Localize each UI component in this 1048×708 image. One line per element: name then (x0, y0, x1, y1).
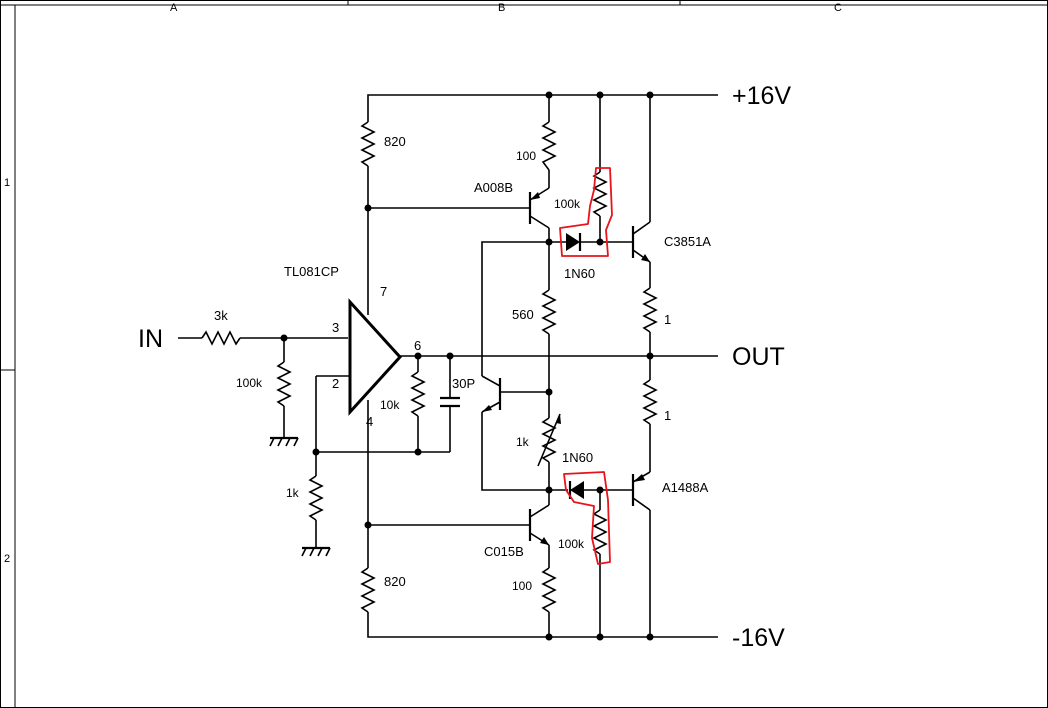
label-opamp: TL081CP (284, 264, 339, 279)
label-r-top-820: 820 (384, 134, 406, 149)
label-r-in-gnd: 100k (236, 376, 263, 390)
label-r-100-bot: 100 (512, 579, 532, 593)
junction-dots (280, 91, 654, 641)
transistor-c015b (528, 504, 557, 637)
negative-rail (367, 612, 718, 638)
label-r-fb: 10k (380, 398, 400, 412)
label-pin3: 3 (332, 320, 339, 335)
grid-col-b: B (498, 2, 505, 14)
grid-col-c: C (834, 2, 842, 14)
bottom-highlight-outline (563, 471, 611, 565)
bottom-bias-diode (549, 481, 633, 637)
top-highlight-outline (559, 167, 613, 257)
input-network (178, 330, 348, 447)
top-bias-diode (549, 95, 633, 251)
label-r-bot-820: 820 (384, 574, 406, 589)
label-r-100k-top: 100k (554, 197, 581, 211)
label-r-560: 560 (512, 307, 534, 322)
label-pin4: 4 (366, 414, 373, 429)
opamp-symbol (315, 298, 718, 452)
label-q-a008b: A008B (474, 180, 513, 195)
grid-row-1: 1 (4, 177, 10, 189)
transistor-a1488a (631, 471, 651, 637)
label-d-bot: 1N60 (562, 450, 593, 465)
label-d-top: 1N60 (564, 266, 595, 281)
grid-row-2: 2 (4, 553, 10, 565)
label-pin6: 6 (414, 338, 421, 353)
label-vr-1k: 1k (516, 435, 530, 449)
vbe-multiplier (481, 241, 561, 505)
label-r-1-top: 1 (664, 312, 671, 327)
label-output: OUT (732, 343, 785, 371)
grid-col-a: A (170, 2, 178, 14)
label-r-in: 3k (214, 308, 228, 323)
feedback-network (301, 356, 460, 557)
bias-divider (360, 121, 530, 613)
label-r-gnd-fb: 1k (286, 486, 300, 500)
label-r-100k-bot: 100k (558, 537, 585, 551)
label-input: IN (138, 325, 163, 353)
label-q-c015b: C015B (484, 544, 524, 559)
positive-rail (367, 94, 718, 122)
transistor-c3851a (631, 95, 658, 472)
label-c-fb: 30P (452, 376, 475, 391)
label-neg-supply: -16V (732, 624, 785, 652)
label-r-1-bot: 1 (664, 408, 671, 423)
label-r-100-top: 100 (516, 149, 536, 163)
label-q-a1488a: A1488A (662, 480, 709, 495)
label-pin7: 7 (380, 284, 387, 299)
label-pin2: 2 (332, 376, 339, 391)
label-q-c3851a: C3851A (664, 234, 711, 249)
transistor-a008b (528, 95, 557, 290)
label-pos-supply: +16V (732, 82, 791, 110)
